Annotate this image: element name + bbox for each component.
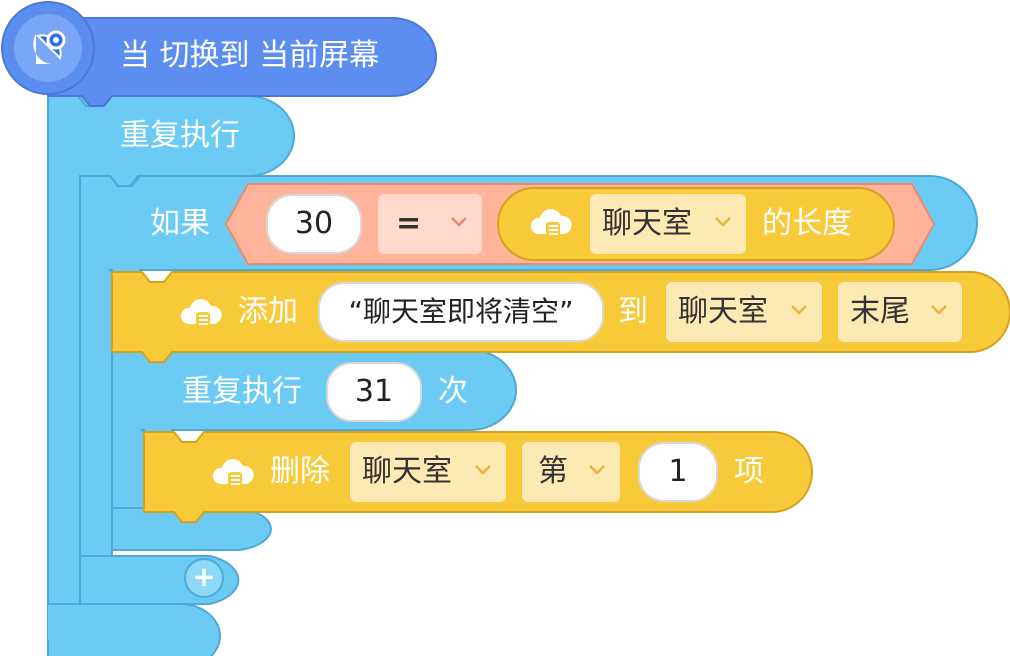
chevron-down-icon [589,465,605,475]
hat-block-shape [47,17,437,107]
repeat-count-input[interactable]: 31 [326,362,422,422]
cloud-list-icon [212,454,254,492]
add-list-label: 聊天室 [678,294,768,329]
delete-suffix: 项 [734,454,764,489]
add-label: 添加 [238,294,298,329]
hat-block-label: 当 切换到 当前屏幕 [120,38,380,73]
add-position-dropdown[interactable]: 末尾 [838,282,962,342]
satellite-dish-icon [24,24,72,72]
repeat-suffix: 次 [438,374,468,409]
chevron-down-icon [931,305,947,315]
add-list-dropdown[interactable]: 聊天室 [666,282,822,342]
length-suffix: 的长度 [762,206,852,241]
chevron-down-icon [791,305,807,315]
delete-index-input[interactable]: 1 [638,442,718,502]
repeat-label: 重复执行 [182,374,302,409]
delete-index-mode-label: 第 [538,454,568,489]
chevron-down-icon [475,465,491,475]
add-else-button[interactable]: + [184,558,224,598]
delete-label: 删除 [270,454,330,489]
outer-loop-label: 重复执行 [120,118,240,153]
operator-dropdown-label: = [396,206,422,241]
operator-dropdown[interactable]: = [378,194,482,254]
if-label: 如果 [150,206,210,241]
chevron-down-icon [451,217,467,227]
add-text-input[interactable]: “聊天室即将清空” [318,282,604,342]
length-list-dropdown[interactable]: 聊天室 [590,194,746,254]
cloud-list-icon [180,294,222,332]
delete-list-dropdown[interactable]: 聊天室 [350,442,506,502]
add-else-label: + [192,560,216,593]
if-left-value-input[interactable]: 30 [266,194,362,254]
delete-index-mode-dropdown[interactable]: 第 [522,442,620,502]
cloud-list-icon [530,204,572,242]
chevron-down-icon [715,217,731,227]
length-list-label: 聊天室 [602,206,692,241]
add-position-label: 末尾 [850,294,910,329]
add-to-label: 到 [618,294,648,329]
delete-list-label: 聊天室 [362,454,452,489]
